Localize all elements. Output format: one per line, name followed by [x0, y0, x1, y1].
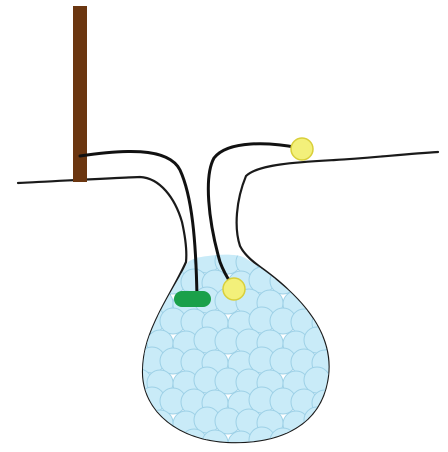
- ball: [126, 289, 152, 315]
- green-sensor: [174, 291, 211, 307]
- ball: [312, 430, 338, 452]
- ball: [312, 270, 338, 296]
- buried-yellow-sensor: [223, 278, 245, 300]
- ball: [126, 249, 152, 275]
- ball: [291, 429, 317, 452]
- ball: [249, 427, 275, 452]
- ball: [139, 267, 165, 293]
- ball: [126, 409, 152, 435]
- ball: [304, 287, 330, 313]
- ball: [304, 247, 330, 273]
- ball: [139, 427, 165, 452]
- surface-yellow-sensor: [291, 138, 313, 160]
- ball: [147, 250, 173, 276]
- ball: [291, 269, 317, 295]
- ball: [270, 428, 296, 452]
- ball: [283, 251, 309, 277]
- ball: [312, 390, 338, 416]
